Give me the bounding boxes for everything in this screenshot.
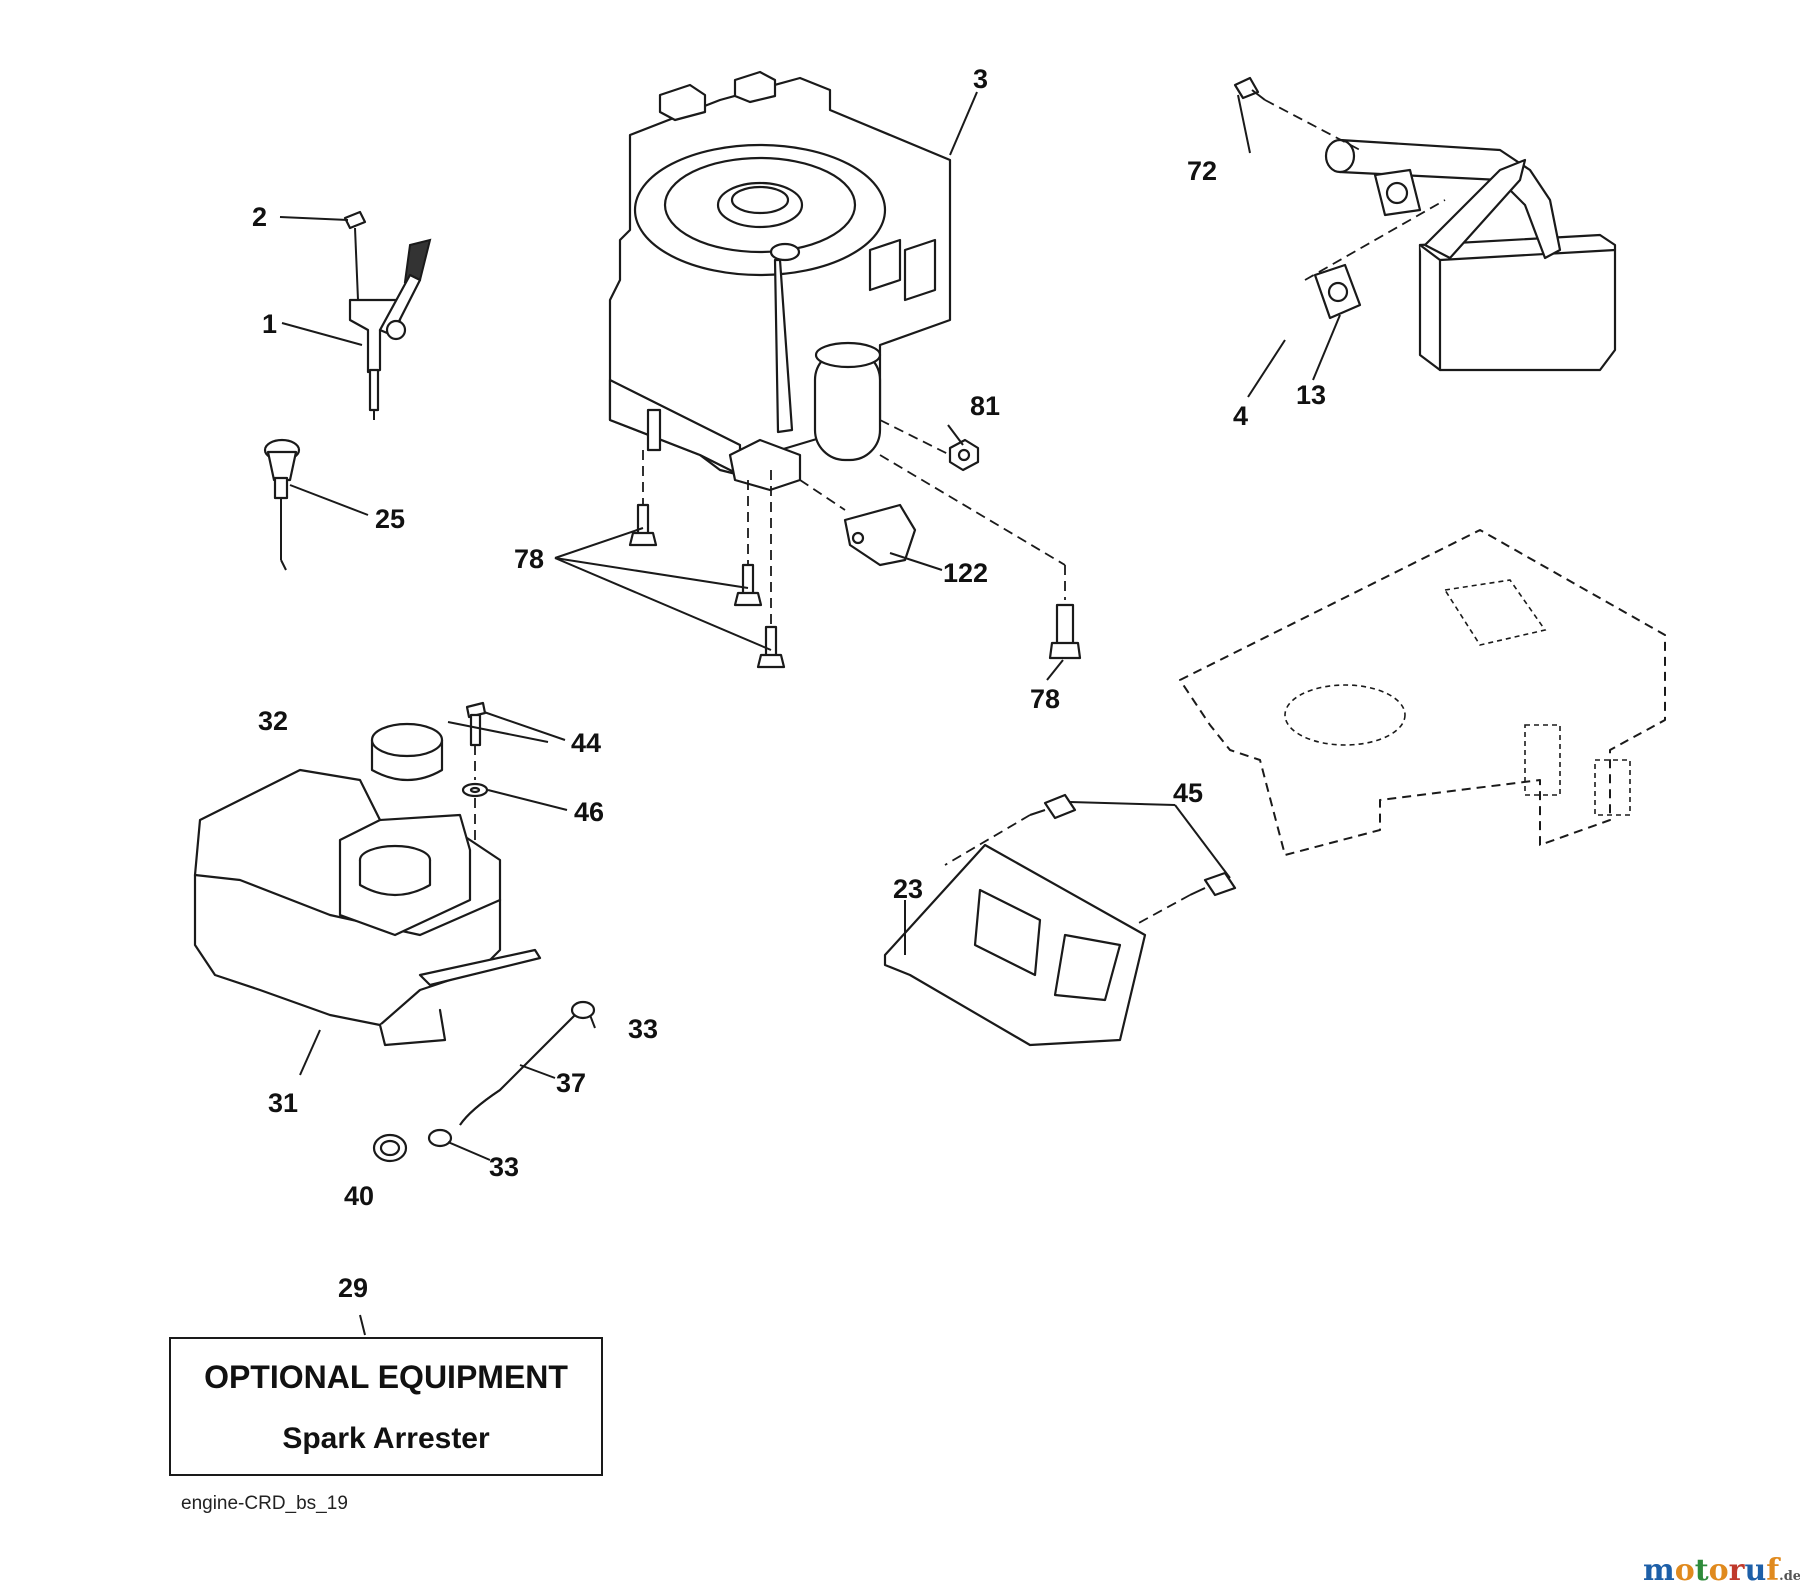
callout-81: 81 xyxy=(970,391,1000,421)
gasket xyxy=(1313,263,1362,320)
leader-lines xyxy=(279,91,1341,1336)
bushing xyxy=(372,1133,408,1163)
heat-shield xyxy=(883,843,1147,1047)
callout-122: 122 xyxy=(943,558,988,588)
muffler-bolt xyxy=(1233,76,1266,101)
callout-78-left: 78 xyxy=(514,544,544,574)
engine xyxy=(608,70,952,492)
engine-bolt-c xyxy=(756,625,786,669)
callout-2: 2 xyxy=(252,202,267,232)
nut xyxy=(948,438,980,472)
callout-32: 32 xyxy=(258,706,288,736)
callout-33-upper: 33 xyxy=(628,1014,658,1044)
fuel-hose xyxy=(459,1014,576,1126)
engine-bolt-b xyxy=(733,563,763,607)
choke-knob xyxy=(263,438,301,571)
optional-equipment-box: OPTIONAL EQUIPMENT Spark Arrester xyxy=(169,1337,603,1476)
watermark-tld: .de xyxy=(1779,1569,1800,1584)
callout-25: 25 xyxy=(375,504,405,534)
callout-44: 44 xyxy=(571,728,601,758)
fuel-tank xyxy=(193,768,542,1047)
engine-bolt-a xyxy=(628,503,658,547)
callout-78-right: 78 xyxy=(1030,684,1060,714)
callout-45: 45 xyxy=(1173,778,1203,808)
watermark-letter-m: m xyxy=(1643,1553,1675,1588)
hose-clamp-a xyxy=(570,1000,596,1020)
tank-washer xyxy=(461,782,489,798)
optional-equipment-subtitle: Spark Arrester xyxy=(282,1422,490,1455)
callout-3: 3 xyxy=(973,64,988,94)
callout-72: 72 xyxy=(1187,156,1217,186)
watermark-logo: motoruf.de xyxy=(1643,1553,1800,1588)
fuel-cap xyxy=(370,722,444,781)
tank-screw xyxy=(465,701,487,747)
engine-bolt-d xyxy=(1048,603,1082,660)
callout-31: 31 xyxy=(268,1088,298,1118)
callout-46: 46 xyxy=(574,797,604,827)
shield-screw-a xyxy=(1029,793,1077,820)
chassis-frame xyxy=(1179,529,1666,856)
throttle-control xyxy=(343,210,432,420)
callout-4: 4 xyxy=(1233,401,1248,431)
watermark-letter-t: t xyxy=(1695,1553,1709,1588)
callout-13: 13 xyxy=(1296,380,1326,410)
watermark-letter-f: f xyxy=(1766,1553,1781,1588)
bracket xyxy=(843,503,917,567)
muffler xyxy=(1324,138,1617,372)
watermark-letter-u: u xyxy=(1744,1553,1766,1588)
callout-23: 23 xyxy=(893,874,923,904)
callout-37: 37 xyxy=(556,1068,586,1098)
callout-29: 29 xyxy=(338,1273,368,1303)
callout-33-lower: 33 xyxy=(489,1152,519,1182)
watermark-letter-r: r xyxy=(1729,1553,1746,1588)
callout-1: 1 xyxy=(262,309,277,339)
watermark-letter-o2: o xyxy=(1709,1553,1729,1588)
callout-40: 40 xyxy=(344,1181,374,1211)
hose-clamp-b xyxy=(427,1128,453,1148)
optional-equipment-title: OPTIONAL EQUIPMENT xyxy=(204,1359,568,1395)
watermark-letter-o: o xyxy=(1675,1553,1695,1588)
drawing-code: engine-CRD_bs_19 xyxy=(181,1493,348,1514)
shield-screw-b xyxy=(1189,871,1237,897)
